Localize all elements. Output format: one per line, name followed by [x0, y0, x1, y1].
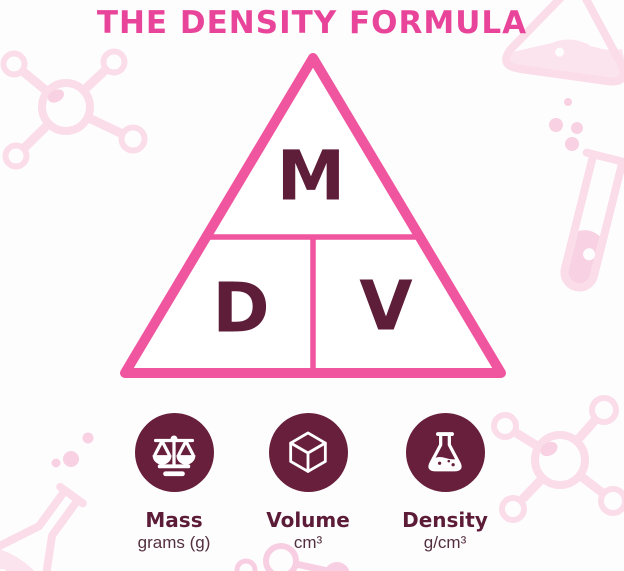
unit-sublabel-volume: cm³	[293, 533, 323, 552]
balance-scale-icon	[152, 434, 196, 476]
flask-doodle-icon	[502, 0, 624, 86]
page-title: THE DENSITY FORMULA	[96, 5, 528, 41]
triangle-letter-density: D	[212, 268, 270, 349]
erlenmeyer-flask-icon	[428, 431, 462, 471]
mass-badge	[134, 413, 214, 492]
density-badge	[405, 413, 485, 492]
unit-label-mass: Mass	[145, 508, 203, 532]
molecule-doodle-icon	[0, 48, 148, 170]
unit-sublabel-density: g/cm³	[423, 533, 467, 552]
triangle-letter-volume: V	[359, 266, 413, 347]
unit-label-volume: Volume	[266, 508, 350, 532]
bubbles-doodle-icon	[51, 432, 94, 468]
unit-card-volume: Volume cm³	[233, 413, 383, 553]
unit-label-density: Density	[402, 508, 488, 532]
triangle-letter-mass: M	[276, 136, 346, 217]
unit-card-mass: Mass grams (g)	[99, 413, 249, 553]
molecule-doodle-icon	[491, 395, 624, 523]
unit-sublabel-mass: grams (g)	[137, 533, 211, 552]
flask-doodle-icon	[0, 482, 87, 571]
bubbles-doodle-icon	[549, 98, 583, 151]
test-tube-doodle-icon	[560, 148, 624, 292]
molecule-doodle-icon	[234, 543, 350, 571]
volume-badge	[268, 413, 348, 492]
unit-card-density: Density g/cm³	[370, 413, 520, 553]
cube-icon	[289, 431, 327, 473]
